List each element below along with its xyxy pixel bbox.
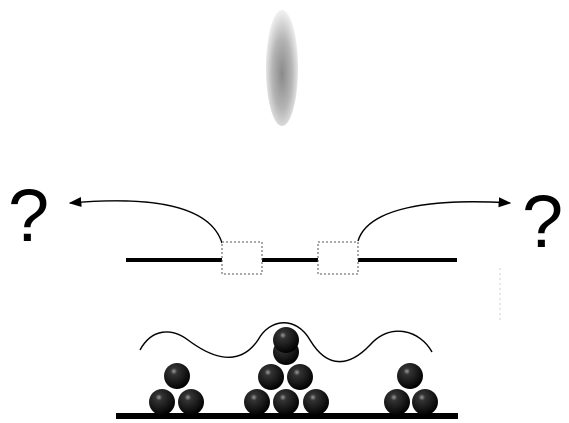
right-dotted-box (317, 241, 359, 275)
right-arrow (357, 197, 512, 242)
middle-stack-particle-7 (273, 327, 299, 353)
left-question-mark: ? (8, 174, 49, 257)
left-arrow (68, 196, 223, 244)
middle-stack-particle-3 (303, 389, 329, 415)
right-question-mark: ? (522, 180, 563, 263)
left-stack-particle-2 (178, 389, 204, 415)
right-stack-particle-3 (397, 363, 423, 389)
right-stack-particle-1 (384, 389, 410, 415)
left-stack-particle-1 (149, 389, 175, 415)
left-stack-particle-3 (164, 363, 190, 389)
left-dotted-box (221, 241, 263, 275)
middle-stack-particle-2 (273, 389, 299, 415)
wavy-line (139, 322, 433, 363)
middle-stack-particle-5 (287, 364, 313, 390)
middle-stack-particle-1 (244, 389, 270, 415)
particle-stacks (149, 327, 438, 415)
light-beam-icon (266, 10, 298, 126)
middle-stack-particle-4 (258, 364, 284, 390)
right-stack-particle-2 (412, 389, 438, 415)
